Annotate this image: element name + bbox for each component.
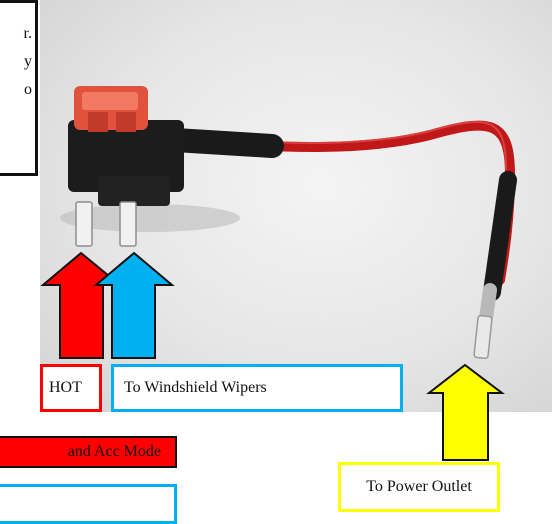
outlet-label-text: To Power Outlet xyxy=(366,478,472,495)
wipers-label: To Windshield Wipers xyxy=(111,364,403,412)
wiper-arrow-icon xyxy=(93,251,175,359)
hot-arrow-icon xyxy=(40,251,123,359)
caption-line-3: o xyxy=(24,81,32,98)
caption-line-2: y xyxy=(24,53,32,70)
hot-label-text: HOT xyxy=(49,379,82,396)
outlet-arrow-icon xyxy=(426,363,505,461)
caption-line-1: r. xyxy=(23,25,32,42)
acc-mode-label-text: and Acc Mode xyxy=(67,443,161,460)
wipers-label-text: To Windshield Wipers xyxy=(124,379,267,396)
hot-label: HOT xyxy=(40,364,102,412)
caption-box: r. y o xyxy=(0,0,38,176)
outlet-label: To Power Outlet xyxy=(338,462,500,512)
acc-mode-label: and Acc Mode xyxy=(0,436,177,468)
fuse-tap-illustration xyxy=(60,86,517,360)
blue-label-partial xyxy=(0,484,177,524)
